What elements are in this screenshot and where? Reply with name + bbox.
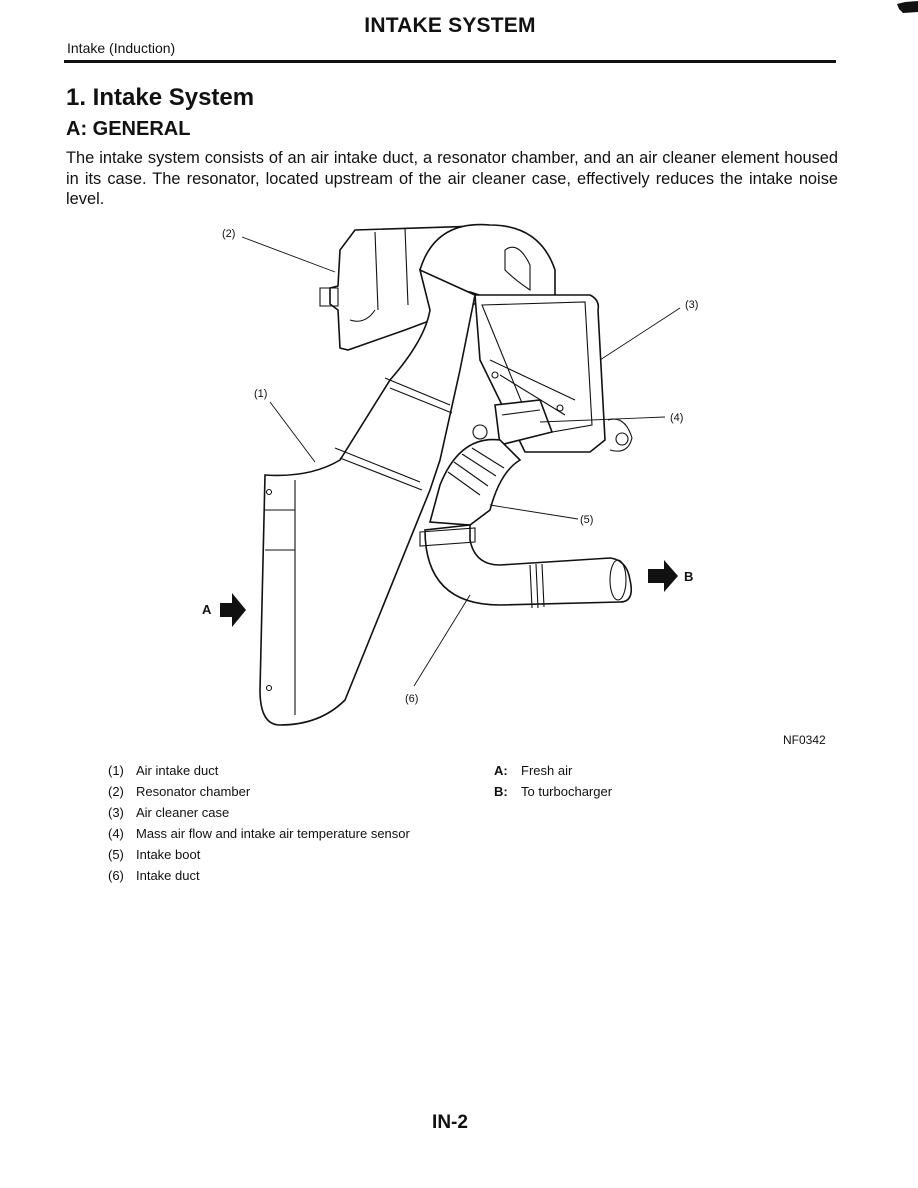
leader-line-3 bbox=[599, 307, 681, 361]
leader-line-5 bbox=[489, 504, 579, 520]
legend-label: Intake boot bbox=[136, 847, 201, 862]
callout-1: (1) bbox=[254, 388, 267, 400]
legend-label: Air cleaner case bbox=[136, 805, 230, 820]
legend-key: B: bbox=[494, 784, 508, 799]
subsection-heading: A: GENERAL bbox=[66, 118, 191, 140]
figure-id: NF0342 bbox=[783, 733, 826, 747]
legend-row: A: Fresh air bbox=[494, 760, 612, 781]
legend-row: (5) Intake boot bbox=[108, 844, 410, 865]
intro-paragraph: The intake system consists of an air int… bbox=[66, 149, 838, 208]
intake-boot-drawing bbox=[428, 424, 522, 526]
legend-number: (5) bbox=[108, 847, 124, 862]
leader-line-1 bbox=[269, 401, 316, 463]
intake-duct-drawing bbox=[419, 524, 633, 609]
page-title: INTAKE SYSTEM bbox=[364, 14, 536, 37]
legend-row: (2) Resonator chamber bbox=[108, 781, 410, 802]
flow-legend: A: Fresh air B: To turbocharger bbox=[494, 760, 612, 802]
callout-2: (2) bbox=[222, 228, 235, 240]
leader-line-6 bbox=[413, 594, 471, 687]
header-rule bbox=[64, 60, 836, 63]
legend-label: Intake duct bbox=[136, 868, 200, 883]
legend-label: Air intake duct bbox=[136, 763, 219, 778]
legend-number: (6) bbox=[108, 868, 124, 883]
section-heading: 1. Intake System bbox=[66, 84, 255, 111]
parts-legend: (1) Air intake duct (2) Resonator chambe… bbox=[108, 760, 410, 886]
page-number: IN-2 bbox=[432, 1112, 468, 1133]
callout-3: (3) bbox=[685, 299, 698, 311]
corner-tab-mark bbox=[897, 1, 918, 13]
legend-key: A: bbox=[494, 763, 508, 778]
callout-6: (6) bbox=[405, 693, 418, 705]
legend-number: (3) bbox=[108, 805, 124, 820]
legend-label: Mass air flow and intake air temperature… bbox=[136, 826, 410, 841]
arrow-a-label: A bbox=[202, 602, 212, 617]
callout-5: (5) bbox=[580, 514, 593, 526]
legend-label: Fresh air bbox=[521, 763, 573, 778]
legend-row: (6) Intake duct bbox=[108, 865, 410, 886]
arrow-a-fresh-air: A bbox=[202, 593, 246, 627]
legend-row: (1) Air intake duct bbox=[108, 760, 410, 781]
section-label: Intake (Induction) bbox=[67, 40, 176, 56]
legend-row: (4) Mass air flow and intake air tempera… bbox=[108, 823, 410, 844]
mass-air-flow-sensor-drawing bbox=[494, 399, 554, 446]
legend-number: (1) bbox=[108, 763, 124, 778]
legend-label: To turbocharger bbox=[521, 784, 613, 799]
arrow-b-to-turbocharger: B bbox=[648, 560, 693, 592]
legend-row: B: To turbocharger bbox=[494, 781, 612, 802]
callout-4: (4) bbox=[670, 412, 683, 424]
leader-line-4 bbox=[539, 416, 666, 423]
legend-row: (3) Air cleaner case bbox=[108, 802, 410, 823]
legend-number: (2) bbox=[108, 784, 124, 799]
air-intake-duct-drawing bbox=[259, 268, 476, 726]
legend-label: Resonator chamber bbox=[136, 784, 251, 799]
leader-line-2 bbox=[241, 236, 336, 273]
intake-system-diagram: A B (2) (1) (3) (4) (5) (6) bbox=[202, 223, 698, 726]
legend-number: (4) bbox=[108, 826, 124, 841]
arrow-b-label: B bbox=[684, 569, 693, 584]
